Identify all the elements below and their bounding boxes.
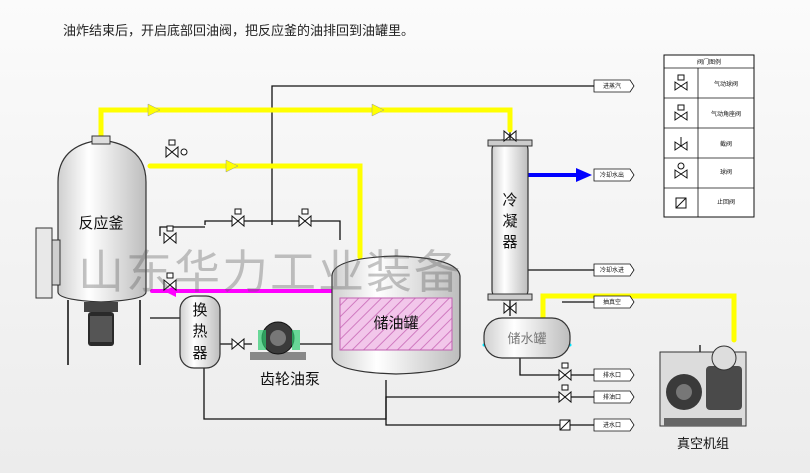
port-cooling-out: 冷却水出: [593, 168, 635, 182]
water-tank-label: 储水罐: [507, 332, 546, 347]
arrow-yellow-3: [225, 159, 239, 173]
valve-check: [559, 419, 571, 431]
svg-text:抽真空: 抽真空: [603, 298, 621, 306]
svg-text:排油口: 排油口: [603, 393, 621, 401]
yellow-reactor-line: [147, 163, 363, 260]
arrow-yellow-2: [371, 103, 385, 117]
port-steam-in: 进蒸汽: [593, 79, 635, 93]
valve-steam: [165, 139, 188, 159]
condenser-char-3: 器: [502, 233, 517, 251]
condenser-char-1: 冷: [502, 191, 517, 209]
exchanger-char-3: 器: [192, 344, 207, 362]
pipe-drain-water: [519, 358, 594, 376]
condenser-char-2: 凝: [502, 212, 517, 230]
port-water-in: 进水口: [593, 418, 635, 432]
exchanger-char-1: 换: [192, 301, 207, 319]
port-vent: 抽真空: [593, 295, 635, 309]
svg-text:止回阀: 止回阀: [717, 198, 735, 206]
svg-text:球阀: 球阀: [720, 168, 732, 176]
caption: 油炸结束后，开启底部回油阀，把反应釜的油排回到油罐里。: [63, 24, 415, 39]
legend-item-4: 止回阀: [675, 197, 735, 209]
port-drain-water: 排水口: [593, 368, 635, 382]
valve-reactor-line-2: [298, 208, 312, 228]
legend-title: 阀门图例: [697, 58, 721, 66]
port-cooling-in: 冷却水进: [593, 263, 635, 277]
yellow-vapour-line: [98, 107, 513, 139]
valve-pump-out: [231, 337, 245, 351]
heat-exchanger: 换 热 器: [179, 295, 221, 369]
valve-return-2: [163, 272, 177, 292]
exchanger-char-2: 热: [192, 322, 207, 340]
watermark-text: 山东华力工业装备: [78, 245, 462, 299]
pipe-tank-return: [159, 226, 205, 236]
svg-text:气动角座阀: 气动角座阀: [711, 110, 741, 118]
valve-return-1: [163, 225, 177, 245]
legend-item-2: 截阀: [664, 137, 754, 159]
svg-text:进水口: 进水口: [603, 421, 621, 429]
valve-condenser-top: [503, 129, 517, 143]
pipe-steam-line: [271, 85, 605, 225]
pipe-water-in: [385, 419, 594, 426]
reactor: 反应釜: [35, 135, 147, 365]
pipe-reactor-exchanger: [204, 220, 341, 240]
port-drain-oil: 排油口: [593, 390, 635, 404]
svg-text:冷却水进: 冷却水进: [600, 266, 624, 274]
svg-text:气动球阀: 气动球阀: [714, 80, 738, 88]
water-storage-tank: 储水罐: [483, 317, 571, 359]
vacuum-unit-label: 真空机组: [677, 437, 729, 452]
gear-pump: 齿轮油泵: [250, 321, 320, 388]
vacuum-unit: 真空机组: [659, 345, 747, 452]
valve-reactor-line-1: [231, 208, 245, 228]
valve-drain-oil: [558, 384, 572, 404]
yellow-vacuum-line: [540, 293, 737, 343]
oil-storage-tank: 储油罐: [331, 255, 461, 375]
legend-item-0: 气动球阀: [664, 74, 754, 99]
reactor-motor: [84, 302, 118, 346]
svg-text:进蒸汽: 进蒸汽: [603, 82, 621, 90]
reactor-label: 反应釜: [78, 214, 123, 232]
arrow-yellow-1: [147, 103, 161, 117]
legend-item-3: 球阀: [664, 162, 754, 189]
oil-tank-label: 储油罐: [373, 314, 418, 332]
flow-arrows: [147, 103, 592, 297]
valve-drain-water: [558, 362, 572, 382]
arrow-blue: [576, 168, 592, 182]
valves: [163, 129, 572, 431]
condenser: 冷 凝 器: [487, 139, 533, 301]
svg-text:冷却水出: 冷却水出: [600, 171, 624, 179]
svg-text:截阀: 截阀: [720, 140, 732, 148]
port-labels: 进蒸汽 冷却水出 冷却水进 抽真空 排水口 排油口 进水口: [593, 79, 635, 432]
pipe-drain-oil: [385, 396, 594, 419]
svg-text:排水口: 排水口: [603, 371, 621, 379]
legend-item-1: 气动角座阀: [664, 104, 754, 129]
valve-legend: 阀门图例 气动球阀 气动角座阀 截阀 球阀: [663, 54, 755, 218]
pump-label: 齿轮油泵: [260, 370, 320, 388]
valve-condenser-bottom: [503, 301, 517, 315]
